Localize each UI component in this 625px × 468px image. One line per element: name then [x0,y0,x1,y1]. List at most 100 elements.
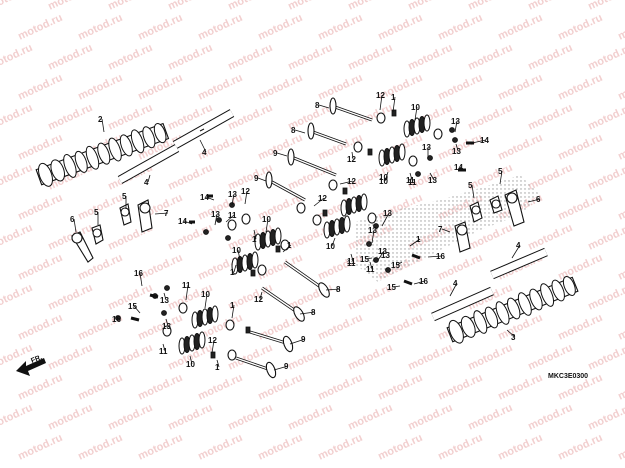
valve-spring[interactable] [254,227,282,251]
valve-top-2[interactable] [307,122,347,146]
valve-mid-2[interactable] [265,171,306,202]
callout-number: 13 [160,296,169,305]
spring-retainer[interactable] [353,141,363,153]
spring-retainer[interactable] [227,349,237,361]
rocker-arm-right-b[interactable] [489,195,503,214]
callout-number: 8 [311,308,316,317]
valve-cotter[interactable] [275,245,281,253]
callout-leader [273,365,289,371]
callout-number: 12 [241,187,250,196]
spring-retainer[interactable] [257,264,267,276]
callout-number: 4 [453,279,458,288]
spring-retainer[interactable] [241,213,251,225]
dowel-pin[interactable] [403,279,413,286]
valve-mid-1[interactable] [287,148,337,177]
callout-leader [233,264,237,273]
watermark: motod.ru [316,312,364,343]
callout-leader [413,280,426,285]
valve-spring[interactable] [378,143,406,167]
rocker-shaft-2[interactable] [117,144,180,184]
bolt[interactable] [203,229,209,235]
valve-spring[interactable] [191,305,219,329]
dowel-pin[interactable] [411,253,421,260]
rocker-arm-left-c[interactable] [119,203,132,226]
valve-spring[interactable] [231,251,259,275]
valve-cotter[interactable] [367,148,373,156]
camshaft-lower[interactable] [445,273,579,346]
valve-cotter[interactable] [322,209,328,217]
callout-number: 9 [301,335,306,344]
spring-retainer[interactable] [312,214,322,226]
callout-leader [244,190,248,205]
bolt[interactable] [161,310,167,316]
valve-bottom-1[interactable] [249,330,294,353]
callout-leader [429,172,435,181]
spring-retainer[interactable] [178,302,188,314]
valve-spring[interactable] [340,193,368,217]
callout-number: 10 [326,242,335,251]
callout-number: 13 [211,210,220,219]
watermark: motod.ru [136,72,184,103]
bolt[interactable] [415,171,421,177]
watermark: motod.ru [466,0,514,13]
bolt[interactable] [452,137,458,143]
bolt[interactable] [449,127,455,133]
bolt[interactable] [216,217,222,223]
watermark: motod.ru [46,402,94,433]
valve-spring[interactable] [323,215,351,239]
bolt[interactable] [373,223,379,229]
spring-retainer[interactable] [376,112,386,124]
callout-8: 8 [299,308,316,317]
watermark: motod.ru [16,312,64,343]
dowel-pin[interactable] [149,293,159,299]
valve-bottom-2[interactable] [235,356,277,379]
bolt[interactable] [366,241,372,247]
callout-number: 11 [182,281,191,290]
watermark: motod.ru [526,102,574,133]
rocker-arm-left-b[interactable] [91,224,104,245]
rocker-arm-right-d[interactable] [454,221,471,253]
spring-retainer[interactable] [227,219,237,231]
spring-retainer[interactable] [225,319,235,331]
camshaft-upper[interactable] [35,120,170,189]
spring-retainer[interactable] [162,325,172,337]
valve-right-2[interactable] [261,286,306,323]
spring-retainer[interactable] [296,202,306,214]
callout-4: 4 [449,279,458,297]
bolt[interactable] [164,285,170,291]
watermark: motod.ru [436,432,484,463]
valve-spring[interactable] [178,331,206,355]
watermark: motod.ru [586,402,625,433]
valve-cotter[interactable] [391,109,397,117]
watermark: motod.ru [616,12,625,43]
rocker-shaft-1[interactable] [172,109,235,149]
bolt[interactable] [373,257,379,263]
rocker-arm-right-c[interactable] [504,189,525,227]
callout-6: 6 [527,195,541,204]
rocker-shaft-3[interactable] [490,247,548,280]
valve-cotter[interactable] [210,351,216,359]
spring-retainer[interactable] [367,212,377,224]
dowel-pin[interactable] [130,316,140,322]
rocker-shaft-4[interactable] [431,286,494,322]
rocker-arm-left-a[interactable] [71,231,94,263]
spring-retainer[interactable] [433,128,443,140]
callout-13: 13 [381,251,390,260]
valve-cotter[interactable] [250,269,256,277]
bolt[interactable] [385,267,391,273]
callout-13: 13 [422,143,431,158]
callout-6: 6 [70,215,77,233]
bolt[interactable] [225,235,231,241]
spring-retainer[interactable] [408,155,418,167]
valve-right-1[interactable] [284,260,331,299]
valve-spring[interactable] [403,114,431,138]
valve-cotter[interactable] [342,187,348,195]
valve-cotter[interactable] [245,326,251,334]
rocker-arm-left-d[interactable] [137,199,153,233]
rocker-arm-right-a[interactable] [469,201,483,223]
callout-number: 8 [291,126,296,135]
valve-top-1[interactable] [329,97,373,122]
callout-leader [527,198,541,203]
spring-retainer[interactable] [328,179,338,191]
bolt[interactable] [427,155,433,161]
